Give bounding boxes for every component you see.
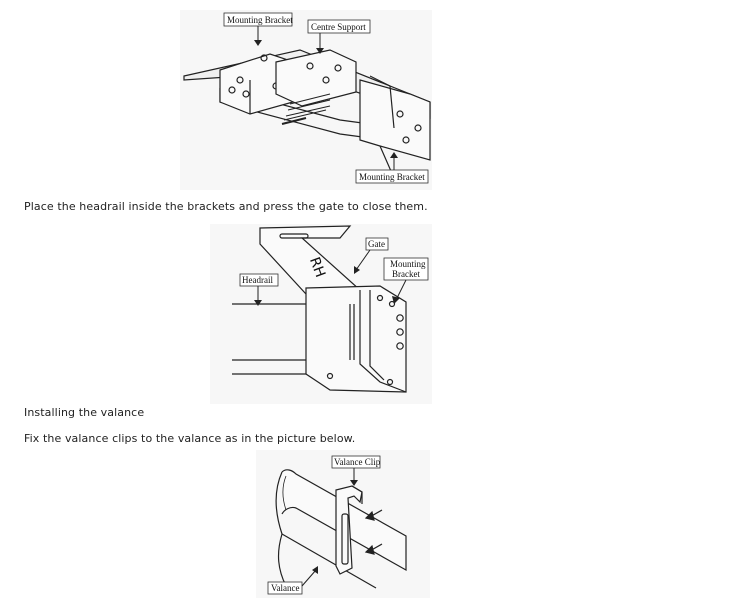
mounting-bracket-label-line2: Bracket	[392, 269, 420, 279]
bracket-assembly-drawing: Mounting Bracket Centre Support Mounting…	[183, 12, 431, 184]
headrail-bracket-drawing: RH Gate Headrail Mounting Bracket	[232, 225, 429, 393]
headrail-label: Headrail	[242, 275, 273, 285]
gate-label: Gate	[368, 239, 385, 249]
valance-clip-drawing: Valance Clip Valance	[267, 455, 407, 595]
headrail-bracket-figure: RH Gate Headrail Mounting Bracket	[210, 224, 432, 404]
instruction-text-headrail: Place the headrail inside the brackets a…	[24, 200, 428, 213]
rh-marking: RH	[306, 255, 328, 280]
valance-clip-figure: Valance Clip Valance	[256, 450, 430, 598]
valance-label: Valance	[271, 583, 299, 593]
centre-support-label: Centre Support	[311, 22, 366, 32]
instruction-text-valance: Fix the valance clips to the valance as …	[24, 432, 356, 445]
bracket-assembly-figure: Mounting Bracket Centre Support Mounting…	[180, 10, 432, 190]
section-heading-valance: Installing the valance	[24, 406, 145, 419]
mounting-bracket-bottom-label: Mounting Bracket	[359, 172, 425, 182]
mounting-bracket-top-label: Mounting Bracket	[227, 15, 293, 25]
valance-clip-label: Valance Clip	[334, 457, 381, 467]
mounting-bracket-label-line1: Mounting	[390, 259, 426, 269]
